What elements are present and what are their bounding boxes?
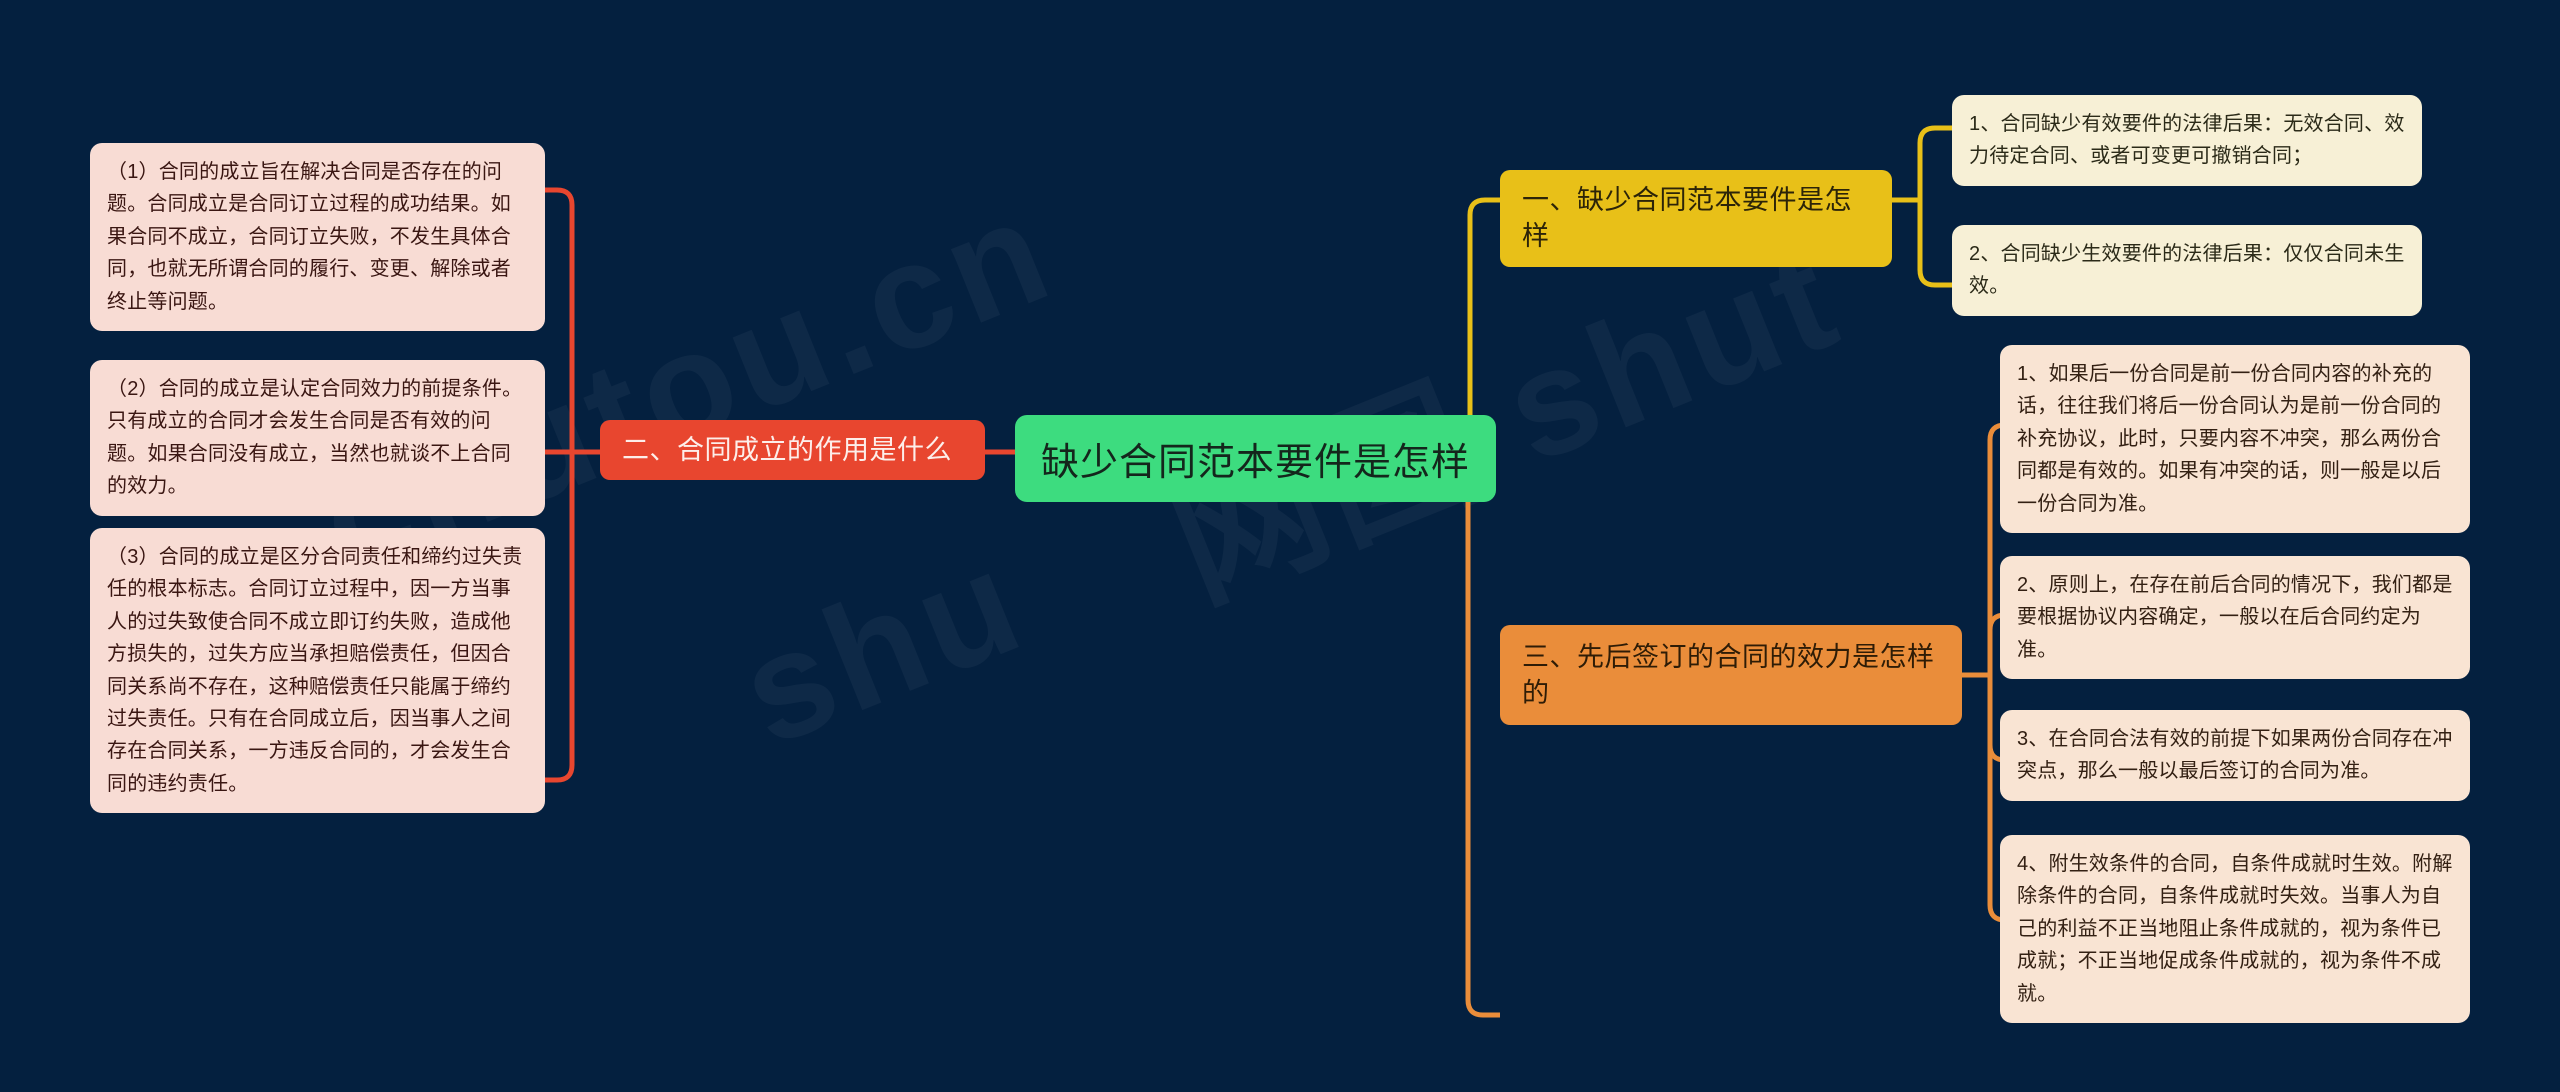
leaf-text: 2、原则上，在存在前后合同的情况下，我们都是要根据协议内容确定，一般以在后合同约… xyxy=(2017,574,2453,661)
leaf-node-two-3[interactable]: （3）合同的成立是区分合同责任和缔约过失责任的根本标志。合同订立过程中，因一方当… xyxy=(90,528,545,814)
leaf-text: 1、如果后一份合同是前一份合同内容的补充的话，往往我们将后一份合同认为是前一份合… xyxy=(2017,363,2442,515)
leaf-node-two-2[interactable]: （2）合同的成立是认定合同效力的前提条件。只有成立的合同才会发生合同是否有效的问… xyxy=(90,360,545,516)
root-node-label: 缺少合同范本要件是怎样 xyxy=(1041,442,1471,484)
branch-node-two[interactable]: 二、合同成立的作用是什么 xyxy=(600,420,985,481)
leaf-node-two-1[interactable]: （1）合同的成立旨在解决合同是否存在的问题。合同成立是合同订立过程的成功结果。如… xyxy=(90,143,545,331)
branch-node-three-label: 三、先后签订的合同的效力是怎样的 xyxy=(1522,642,1935,709)
leaf-node-three-2[interactable]: 2、原则上，在存在前后合同的情况下，我们都是要根据协议内容确定，一般以在后合同约… xyxy=(2000,556,2470,680)
branch-node-two-label: 二、合同成立的作用是什么 xyxy=(622,435,952,465)
root-node[interactable]: 缺少合同范本要件是怎样 xyxy=(1015,415,1497,502)
leaf-node-one-1[interactable]: 1、合同缺少有效要件的法律后果：无效合同、效力待定合同、或者可变更可撤销合同； xyxy=(1952,95,2422,186)
leaf-node-three-3[interactable]: 3、在合同合法有效的前提下如果两份合同存在冲突点，那么一般以最后签订的合同为准。 xyxy=(2000,710,2470,801)
leaf-text: 3、在合同合法有效的前提下如果两份合同存在冲突点，那么一般以最后签订的合同为准。 xyxy=(2017,728,2453,783)
leaf-text: （3）合同的成立是区分合同责任和缔约过失责任的根本标志。合同订立过程中，因一方当… xyxy=(107,546,523,795)
leaf-text: 1、合同缺少有效要件的法律后果：无效合同、效力待定合同、或者可变更可撤销合同； xyxy=(1969,113,2405,168)
branch-node-one[interactable]: 一、缺少合同范本要件是怎样 xyxy=(1500,170,1892,267)
leaf-text: 4、附生效条件的合同，自条件成就时生效。附解除条件的合同，自条件成就时失效。当事… xyxy=(2017,853,2453,1005)
leaf-text: （2）合同的成立是认定合同效力的前提条件。只有成立的合同才会发生合同是否有效的问… xyxy=(107,378,523,498)
leaf-text: （1）合同的成立旨在解决合同是否存在的问题。合同成立是合同订立过程的成功结果。如… xyxy=(107,161,511,313)
branch-node-one-label: 一、缺少合同范本要件是怎样 xyxy=(1522,185,1852,252)
watermark-text: shu xyxy=(718,513,1047,780)
leaf-text: 2、合同缺少生效要件的法律后果：仅仅合同未生效。 xyxy=(1969,243,2405,298)
leaf-node-one-2[interactable]: 2、合同缺少生效要件的法律后果：仅仅合同未生效。 xyxy=(1952,225,2422,316)
leaf-node-three-4[interactable]: 4、附生效条件的合同，自条件成就时生效。附解除条件的合同，自条件成就时失效。当事… xyxy=(2000,835,2470,1023)
branch-node-three[interactable]: 三、先后签订的合同的效力是怎样的 xyxy=(1500,625,1962,725)
leaf-node-three-1[interactable]: 1、如果后一份合同是前一份合同内容的补充的话，往往我们将后一份合同认为是前一份合… xyxy=(2000,345,2470,533)
